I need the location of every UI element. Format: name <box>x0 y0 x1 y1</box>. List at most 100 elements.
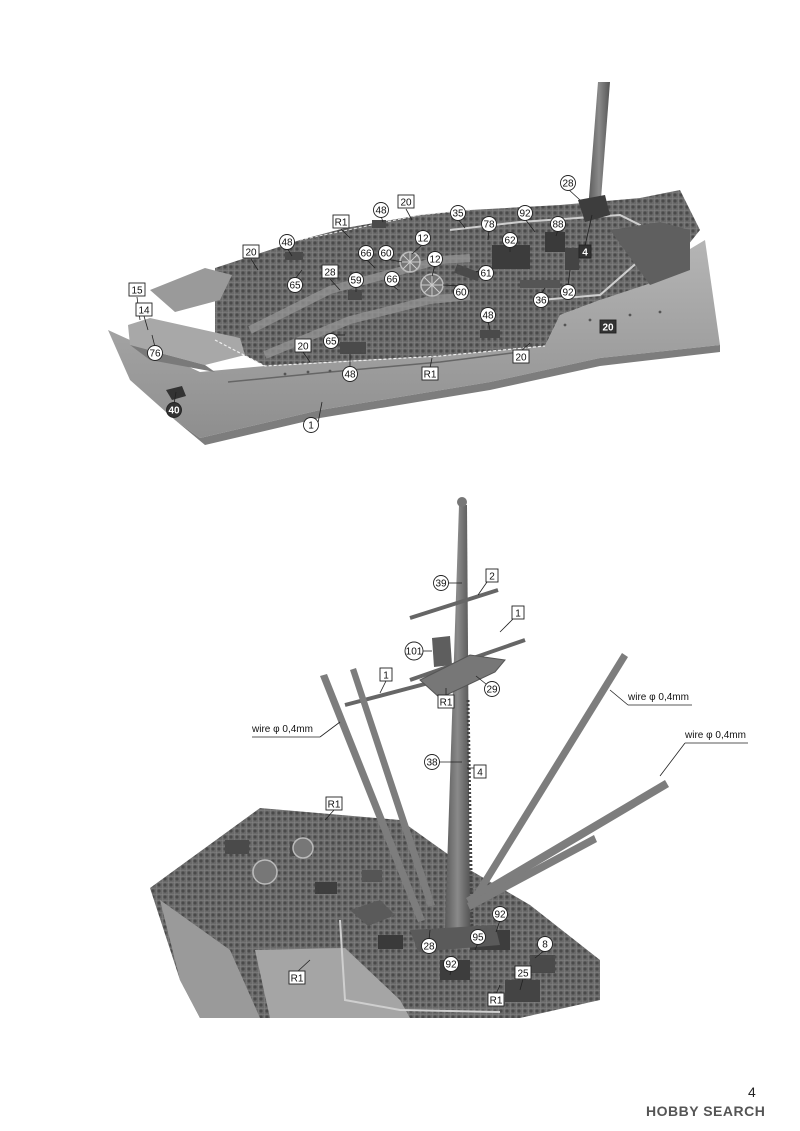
part-callout-box: R1 <box>487 992 505 1007</box>
part-number: 28 <box>423 942 435 953</box>
mast-section <box>150 497 669 1018</box>
part-number: 62 <box>504 236 516 247</box>
part-callout-box: R1 <box>288 970 306 985</box>
part-callout-box: 1 <box>511 605 525 620</box>
part-callout-box: 28 <box>321 264 339 279</box>
wire-label: wire φ 0,4mm <box>251 724 313 735</box>
part-callout-box: 4 <box>578 244 592 259</box>
part-callout-box: 4 <box>473 764 487 779</box>
part-callout-box: 25 <box>514 965 532 980</box>
part-callout-circle: 59 <box>348 272 364 288</box>
part-callout-circle: 61 <box>478 265 494 281</box>
part-callout-circle: 92 <box>443 956 459 972</box>
part-number: 1 <box>308 421 314 432</box>
upper-yard <box>409 588 499 620</box>
part-callout-circle: 1 <box>303 417 319 433</box>
part-callout-circle: 12 <box>427 251 443 267</box>
rub-strake <box>227 351 521 383</box>
wire-label: wire φ 0,4mm <box>684 730 746 741</box>
part-number: R1 <box>291 974 304 985</box>
part-callout-box: 2 <box>485 568 499 583</box>
part-callout-circle: 40 <box>166 402 182 418</box>
part-callout-circle: 28 <box>421 938 437 954</box>
part-callout-circle: 60 <box>453 284 469 300</box>
part-number: 29 <box>486 685 498 696</box>
part-callout-box: 20 <box>242 244 260 259</box>
part-number: 28 <box>562 179 574 190</box>
wire-label: wire φ 0,4mm <box>627 692 689 703</box>
part-number: 14 <box>138 306 150 317</box>
part-callout-circle: 48 <box>342 366 358 382</box>
part-callout-circle: 92 <box>517 205 533 221</box>
part-number: 36 <box>535 296 547 307</box>
part-number: 20 <box>245 248 257 259</box>
derrick-boom <box>467 835 597 910</box>
part-callout-circle: 95 <box>470 929 486 945</box>
forecastle-block <box>128 318 245 365</box>
part-callout-box: R1 <box>325 796 343 811</box>
part-callout-circle: 8 <box>537 936 553 952</box>
part-callout-circle: 29 <box>484 681 500 697</box>
page-number: 4 <box>748 1084 756 1100</box>
part-callout-circle: 78 <box>481 216 497 232</box>
part-callout-box: R1 <box>421 366 439 381</box>
part-callout-circle: 88 <box>550 216 566 232</box>
part-callout-box: R1 <box>332 214 350 229</box>
part-number: 38 <box>426 758 438 769</box>
part-callout-circle: 65 <box>323 333 339 349</box>
part-number: 60 <box>455 288 467 299</box>
part-callout-circle: 92 <box>560 284 576 300</box>
part-callout-circle: 48 <box>480 307 496 323</box>
part-callout-circle: 39 <box>433 575 449 591</box>
mast-platform <box>419 654 506 699</box>
part-number: 48 <box>281 238 293 249</box>
part-callout-circle: 62 <box>502 232 518 248</box>
fore-mast <box>588 82 610 212</box>
part-number: 4 <box>477 768 483 779</box>
part-number: 1 <box>383 671 389 682</box>
part-number: 59 <box>350 276 362 287</box>
part-callout-circle: 48 <box>373 202 389 218</box>
mast-base <box>578 195 610 222</box>
part-callout-circle: 66 <box>358 245 374 261</box>
part-number: 40 <box>168 406 180 417</box>
rail-frame <box>339 919 501 1013</box>
part-callout-circle: 12 <box>415 230 431 246</box>
part-number: 35 <box>452 209 464 220</box>
part-number: 92 <box>562 288 574 299</box>
part-callout-box: 20 <box>599 319 617 334</box>
part-number: 48 <box>344 370 356 381</box>
part-callout-box: 20 <box>294 338 312 353</box>
part-number: 65 <box>289 281 301 292</box>
part-number: 15 <box>131 286 143 297</box>
part-number: 78 <box>483 220 495 231</box>
part-callout-box: 1 <box>379 667 393 682</box>
rail-frame <box>449 213 641 301</box>
part-number: 101 <box>406 647 423 658</box>
deck-fittings <box>285 220 579 354</box>
part-number: 60 <box>380 249 392 260</box>
hull-well <box>255 948 410 1018</box>
part-callout-box: 15 <box>128 282 146 297</box>
part-number: 66 <box>386 275 398 286</box>
part-callout-circle: 28 <box>560 175 576 191</box>
windlass <box>399 251 444 297</box>
part-callout-circle: 92 <box>492 906 508 922</box>
derrick-boom <box>466 780 669 905</box>
hull-side <box>108 240 720 438</box>
part-number: 20 <box>400 198 412 209</box>
part-number: 2 <box>489 572 495 583</box>
part-number: R1 <box>424 370 437 381</box>
part-number: 65 <box>325 337 337 348</box>
part-callout-circle: 76 <box>147 345 163 361</box>
watermark: HOBBY SEARCH <box>646 1103 766 1119</box>
forecastle-block <box>150 268 232 312</box>
part-number: 8 <box>542 940 548 951</box>
part-number: R1 <box>335 218 348 229</box>
part-number: R1 <box>440 698 453 709</box>
part-number: 66 <box>360 249 372 260</box>
part-callout-circle: 101 <box>404 641 424 661</box>
part-number: 20 <box>515 353 527 364</box>
chain-track <box>248 254 471 334</box>
